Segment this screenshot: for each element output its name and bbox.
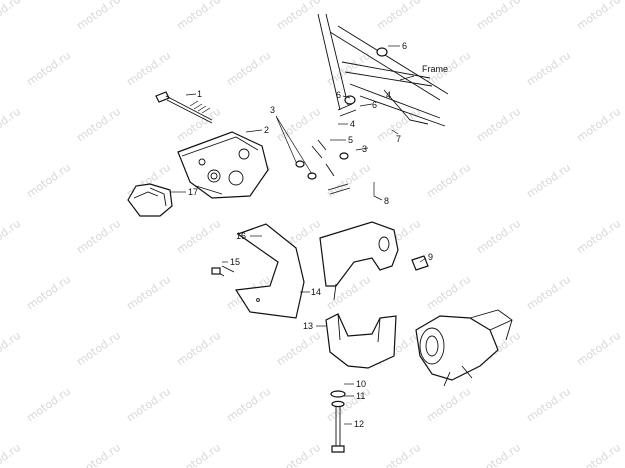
mounting-bracket-lower [325,313,397,369]
watermark-text: motod.ru [124,49,173,89]
watermark-text: motod.ru [174,217,223,257]
watermark-text: motod.ru [324,161,373,201]
callout-6: 6 [336,90,341,100]
callout-4: 4 [386,90,391,100]
callout-10: 10 [356,379,366,389]
watermark-text: motod.ru [524,385,573,425]
callout-12: 12 [354,419,364,429]
watermark-text: motod.ru [74,441,123,468]
watermark-text: motod.ru [574,329,623,369]
callout-14: 14 [311,287,321,297]
callout-17: 17 [188,187,198,197]
brake-caliper [177,131,269,199]
callout-6: 6 [402,41,407,51]
watermark-text: motod.ru [574,441,623,468]
watermark-text: motod.ru [574,217,623,257]
watermark-text: motod.ru [74,105,123,145]
callout-4: 4 [350,119,355,129]
watermark-text: motod.ru [124,385,173,425]
callout-5: 5 [348,135,353,145]
watermark-text: motod.ru [124,273,173,313]
watermark-text: motod.ru [74,217,123,257]
brake-pad [127,183,173,217]
callout-labels: 1 2 3 4 5 6 6 6 4 7 3 8 9 10 11 12 13 14… [188,41,448,429]
watermark-text: motod.ru [0,441,23,468]
callout-9: 9 [428,252,433,262]
axle-housing [415,309,513,387]
callout-1: 1 [197,89,202,99]
caliper-bolt [155,91,213,124]
watermark-text: motod.ru [24,49,73,89]
mounting-bracket-upper [319,221,399,301]
callout-15: 15 [230,257,240,267]
watermark-text: motod.ru [524,49,573,89]
watermark-text: motod.ru [0,105,23,145]
callout-7: 7 [396,134,401,144]
watermark-text: motod.ru [274,441,323,468]
watermark-text: motod.ru [474,105,523,145]
callout-11: 11 [356,391,365,401]
watermark-text: motod.ru [24,161,73,201]
watermark-text: motod.ru [324,49,373,89]
watermark-text: motod.ru [474,0,523,32]
watermark-text: motod.ru [424,161,473,201]
watermark-text: motod.ru [74,0,123,32]
frame-label: Frame [422,64,448,74]
watermark-text: motod.ru [474,441,523,468]
watermark-text: motod.ru [174,0,223,32]
watermark-text: motod.ru [574,0,623,32]
callout-3: 3 [362,144,367,154]
watermark-text: motod.ru [24,385,73,425]
watermark-text: motod.ru [224,385,273,425]
watermark-text: motod.ru [174,329,223,369]
watermark-text: motod.ru [24,273,73,313]
watermark-text: motod.ru [424,273,473,313]
callout-8: 8 [384,196,389,206]
watermark-text: motod.ru [274,0,323,32]
watermark-text: motod.ru [224,49,273,89]
watermark-text: motod.ru [374,0,423,32]
watermark-text: motod.ru [0,0,23,32]
watermark-text: motod.ru [424,385,473,425]
leader-lines [170,45,427,425]
watermark-text: motod.ru [574,105,623,145]
watermark-text: motod.ru [0,217,23,257]
frame-rails [317,13,449,127]
watermark-text: motod.ru [174,441,223,468]
watermark-text: motod.ru [74,329,123,369]
watermark-text: motod.ru [274,329,323,369]
callout-6: 6 [372,100,377,110]
watermark-text: motod.ru [524,161,573,201]
watermark-text: motod.ru [374,441,423,468]
watermark-text: motod.ru [0,329,23,369]
brake-disc-segment [234,223,305,319]
callout-2: 2 [264,125,269,135]
watermark-text: motod.ru [474,217,523,257]
watermark-text: motod.ru [524,273,573,313]
callout-16: 16 [236,231,246,241]
callout-13: 13 [303,321,313,331]
callout-3: 3 [270,105,275,115]
